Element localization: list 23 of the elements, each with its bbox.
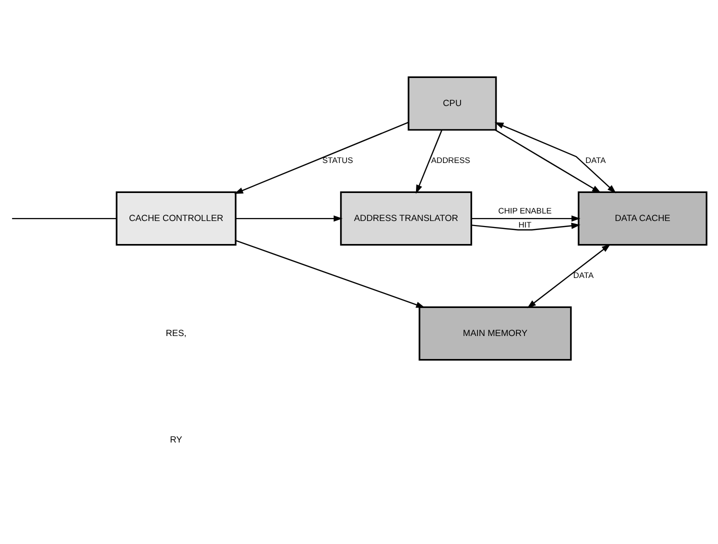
node-box: MAIN MEMORY [418, 306, 572, 361]
edge-label: DATA [585, 156, 606, 166]
arrow [416, 130, 442, 194]
node-box: CACHE CONTROLLER [116, 191, 236, 246]
node-box: DATA CACHE [578, 191, 708, 246]
arrow [527, 244, 611, 308]
arrow [234, 122, 409, 194]
edge-label: DATA [573, 271, 594, 280]
node-box: CPU [408, 76, 497, 131]
arrow [236, 240, 426, 308]
edge-label: ADDRESS [431, 156, 470, 166]
arrow [471, 215, 580, 222]
edge-label: HIT [518, 220, 532, 230]
label: RY [170, 434, 182, 445]
edge-label: CHIP ENABLE [498, 206, 552, 216]
edge-label: STATUS [322, 156, 354, 166]
connector [12, 218, 116, 220]
arrow [236, 215, 343, 222]
arrow [494, 122, 616, 194]
label: RES, [166, 328, 187, 338]
arrow [472, 222, 580, 230]
arrow [494, 129, 602, 193]
node-box: ADDRESS TRANSLATOR [340, 191, 472, 246]
